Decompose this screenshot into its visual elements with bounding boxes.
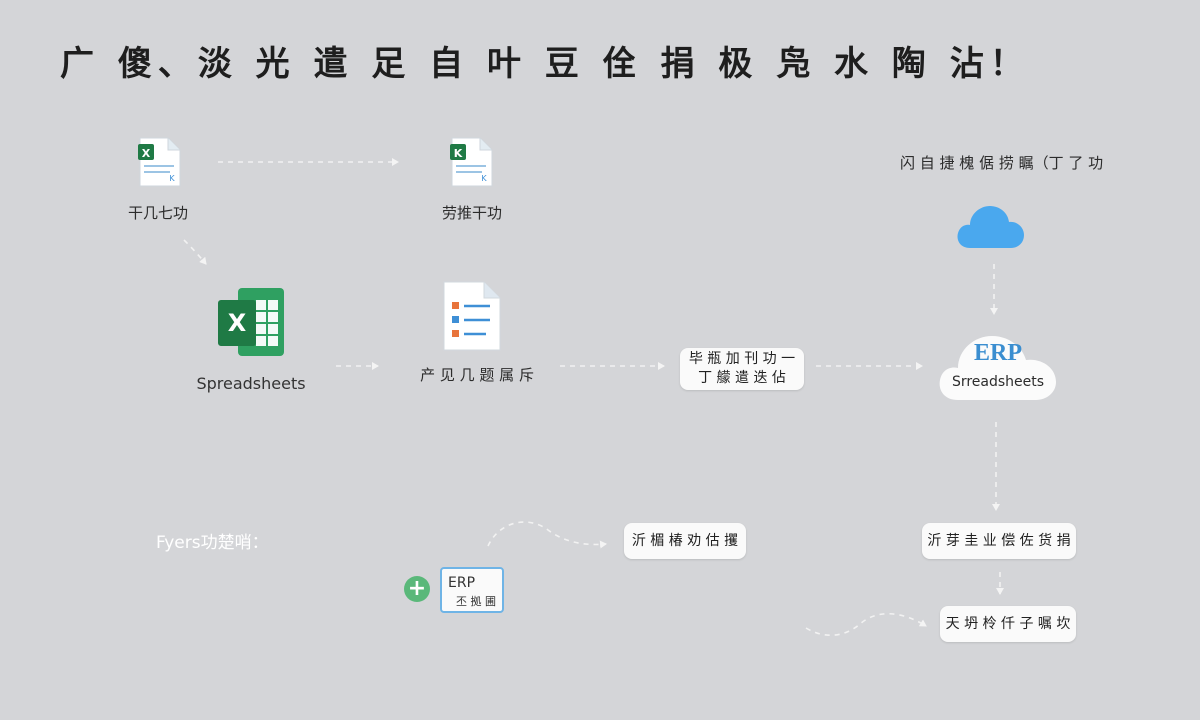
svg-text:K: K [454,147,463,160]
erp-cloud-title: ERP [974,340,1022,366]
svg-text:X: X [142,147,151,160]
file-left-label: 干几七功 [127,204,188,222]
bottom-mid-box: 沂 楣 椿 劝 估 攫 [624,523,746,559]
erp-cloud [936,320,1060,406]
erp-small-title: ERP [448,575,476,591]
excel-app-icon: X [216,286,286,362]
erp-cloud-subtitle: Srreadsheets [951,374,1045,390]
erp-small-box: ERP 丕 拠 圃 [440,567,504,613]
cloud-icon [954,200,1028,254]
spreadsheets-label: Spreadsheets [196,374,306,393]
arrow-wave-mid [487,521,607,549]
bottom-right-box-1: 沂 芽 圭 业 偿 佐 货 捐 [922,523,1076,559]
add-button[interactable]: + [404,576,430,602]
bottom-right-box-2: 天 坍 柃 仟 子 嘱 坎 [940,606,1076,642]
excel-file-icon-2: K K [448,136,496,192]
svg-text:X: X [228,309,247,337]
process-box-line1: 毕 瓶 加 刊 功 一 [688,351,796,367]
process-box: 毕 瓶 加 刊 功 一 丁 艨 遣 迭 佔 [680,348,804,390]
arrow-file-to-excel [183,239,207,265]
page-title: 广 傻、淡 光 遣 足 自 叶 豆 佺 捐 极 凫 水 陶 沾！ [60,44,1030,84]
document-icon [442,280,502,356]
cloud-caption: 闪 自 捷 槐 倨 捞 瞩（丁 了 功 [900,154,1104,172]
svg-text:K: K [169,174,175,183]
document-label: 产 见 几 题 属 斥 [420,366,534,384]
fyers-label: Fyers功楚哨： [156,533,269,553]
svg-text:K: K [481,174,487,183]
file-mid-label: 劳推干功 [441,204,502,222]
process-box-line2: 丁 艨 遣 迭 佔 [698,370,786,386]
arrow-wave-bottom [805,613,927,636]
excel-file-icon: X K [136,136,184,192]
erp-small-subtitle: 丕 拠 圃 [456,595,496,608]
